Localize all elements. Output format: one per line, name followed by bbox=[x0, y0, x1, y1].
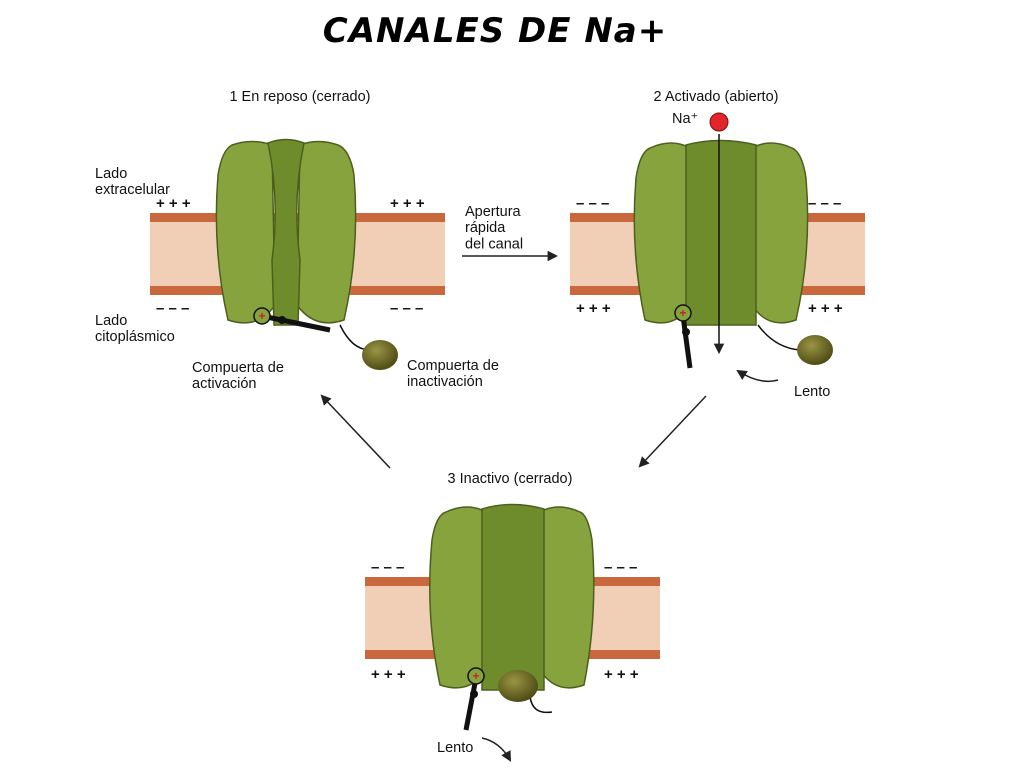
channel-protein bbox=[633, 139, 809, 326]
svg-text:+: + bbox=[679, 306, 686, 320]
svg-text:+: + bbox=[472, 669, 479, 683]
charges-bottom-right: – – – bbox=[390, 300, 423, 317]
charges-top-left: – – – bbox=[371, 559, 404, 576]
charges-bottom-right: + + + bbox=[604, 666, 639, 683]
charges-top-right: + + + bbox=[390, 195, 425, 212]
charges-top-left: – – – bbox=[576, 195, 609, 212]
channel-protein bbox=[429, 503, 595, 691]
activation-gate: + bbox=[253, 307, 331, 333]
activation-gate: + bbox=[674, 304, 693, 369]
charges-top-right: – – – bbox=[604, 559, 637, 576]
charges-top-left: + + + bbox=[156, 195, 191, 212]
transition-inactivate-arrow bbox=[638, 395, 707, 468]
page-title: CANALES DE Na+ bbox=[323, 11, 667, 51]
inactivation-gate bbox=[757, 324, 833, 365]
state-inactivated: 3 Inactivo (cerrado) – – – – – – + + + +… bbox=[365, 471, 660, 762]
charges-bottom-left: + + + bbox=[371, 666, 406, 683]
channel-protein bbox=[215, 138, 357, 326]
slow-arrow bbox=[481, 737, 512, 762]
charges-bottom-left: + + + bbox=[576, 300, 611, 317]
slow-arrow bbox=[736, 369, 779, 383]
state-resting-label: 1 En reposo (cerrado) bbox=[229, 89, 370, 105]
inactivation-gate bbox=[498, 670, 553, 714]
charges-top-right: – – – bbox=[808, 195, 841, 212]
slow-label: Lento bbox=[437, 740, 473, 756]
state-inactivated-label: 3 Inactivo (cerrado) bbox=[448, 471, 573, 487]
state-activated-label: 2 Activado (abierto) bbox=[654, 89, 779, 105]
sodium-ion-label: Na⁺ bbox=[672, 111, 698, 127]
state-resting: 1 En reposo (cerrado) + + + + + + – – – … bbox=[95, 89, 499, 392]
svg-text:+: + bbox=[258, 309, 265, 323]
inactivation-gate bbox=[339, 324, 398, 370]
activation-gate: + bbox=[463, 667, 485, 731]
state-activated: 2 Activado (abierto) – – – – – – + + + +… bbox=[570, 89, 865, 400]
charges-bottom-left: – – – bbox=[156, 300, 189, 317]
charges-bottom-right: + + + bbox=[808, 300, 843, 317]
sodium-ion bbox=[709, 112, 729, 132]
transition-recover-arrow bbox=[320, 394, 391, 469]
slow-label: Lento bbox=[794, 384, 830, 400]
